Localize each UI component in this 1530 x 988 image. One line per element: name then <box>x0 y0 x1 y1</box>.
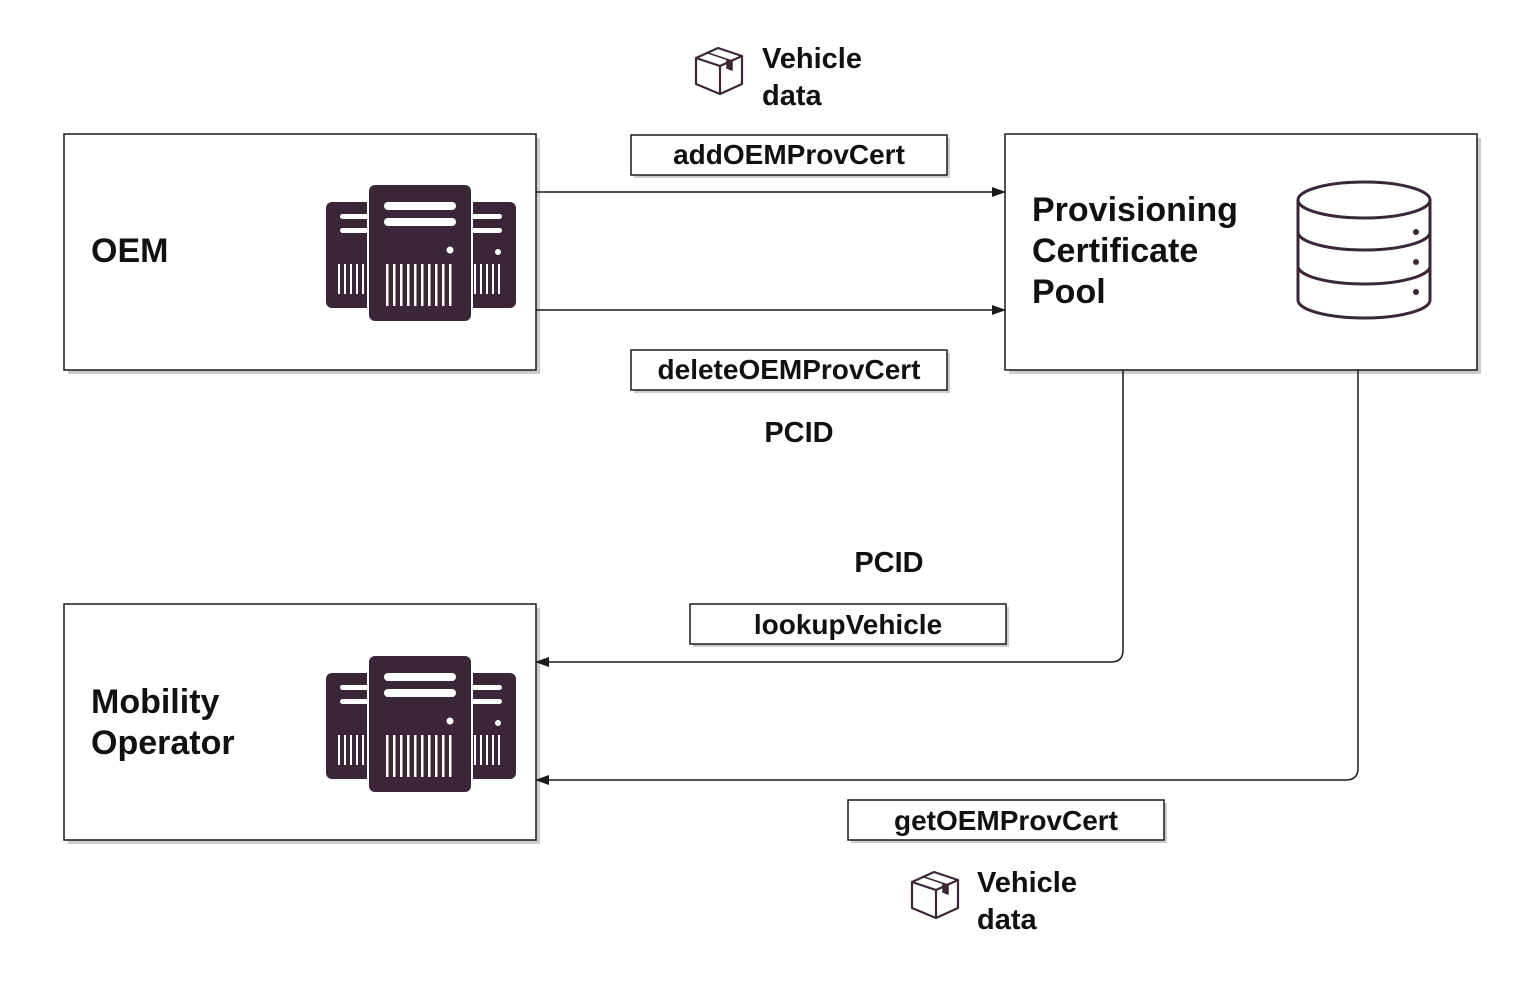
pcid-label-mid: PCID <box>854 547 923 579</box>
package-icon <box>910 870 960 920</box>
mobility-label-line-1: Mobility <box>91 683 220 721</box>
vehicle-data-bottom-line-1: Vehicle <box>977 867 1077 899</box>
edge-add-oem-prov-cert[interactable]: addOEMProvCert <box>536 134 1006 197</box>
edge-delete-oem-prov-cert[interactable]: deleteOEMProvCert <box>536 305 1006 393</box>
node-provisioning-certificate-pool[interactable]: Provisioning Certificate Pool <box>1004 133 1481 374</box>
pool-label-line-1: Provisioning <box>1032 191 1238 229</box>
get-oem-prov-cert-label: getOEMProvCert <box>894 805 1118 836</box>
lookup-vehicle-label: lookupVehicle <box>754 609 942 640</box>
database-icon <box>1296 180 1432 320</box>
edge-lookup-vehicle[interactable]: lookupVehicle <box>535 370 1124 667</box>
pool-label-line-2: Certificate <box>1032 232 1198 270</box>
pool-label-line-3: Pool <box>1032 273 1106 311</box>
vehicle-data-top-line-1: Vehicle <box>762 43 862 75</box>
vehicle-data-bottom-line-2: data <box>977 904 1038 936</box>
node-oem[interactable]: OEM <box>63 133 540 374</box>
delete-oem-prov-cert-label: deleteOEMProvCert <box>658 354 921 385</box>
oem-label: OEM <box>91 232 168 270</box>
edge-get-oem-prov-cert[interactable]: getOEMProvCert <box>535 370 1359 843</box>
note-vehicle-data-top: Vehicle data <box>694 43 862 112</box>
node-mobility-operator[interactable]: Mobility Operator <box>63 603 540 844</box>
server-icon <box>325 654 517 794</box>
note-vehicle-data-bottom: Vehicle data <box>910 867 1077 936</box>
mobility-label-line-2: Operator <box>91 724 235 762</box>
package-icon <box>694 46 744 96</box>
server-icon <box>325 183 517 323</box>
vehicle-data-top-line-2: data <box>762 80 823 112</box>
add-oem-prov-cert-label: addOEMProvCert <box>673 139 905 170</box>
pcid-label-top: PCID <box>764 417 833 449</box>
